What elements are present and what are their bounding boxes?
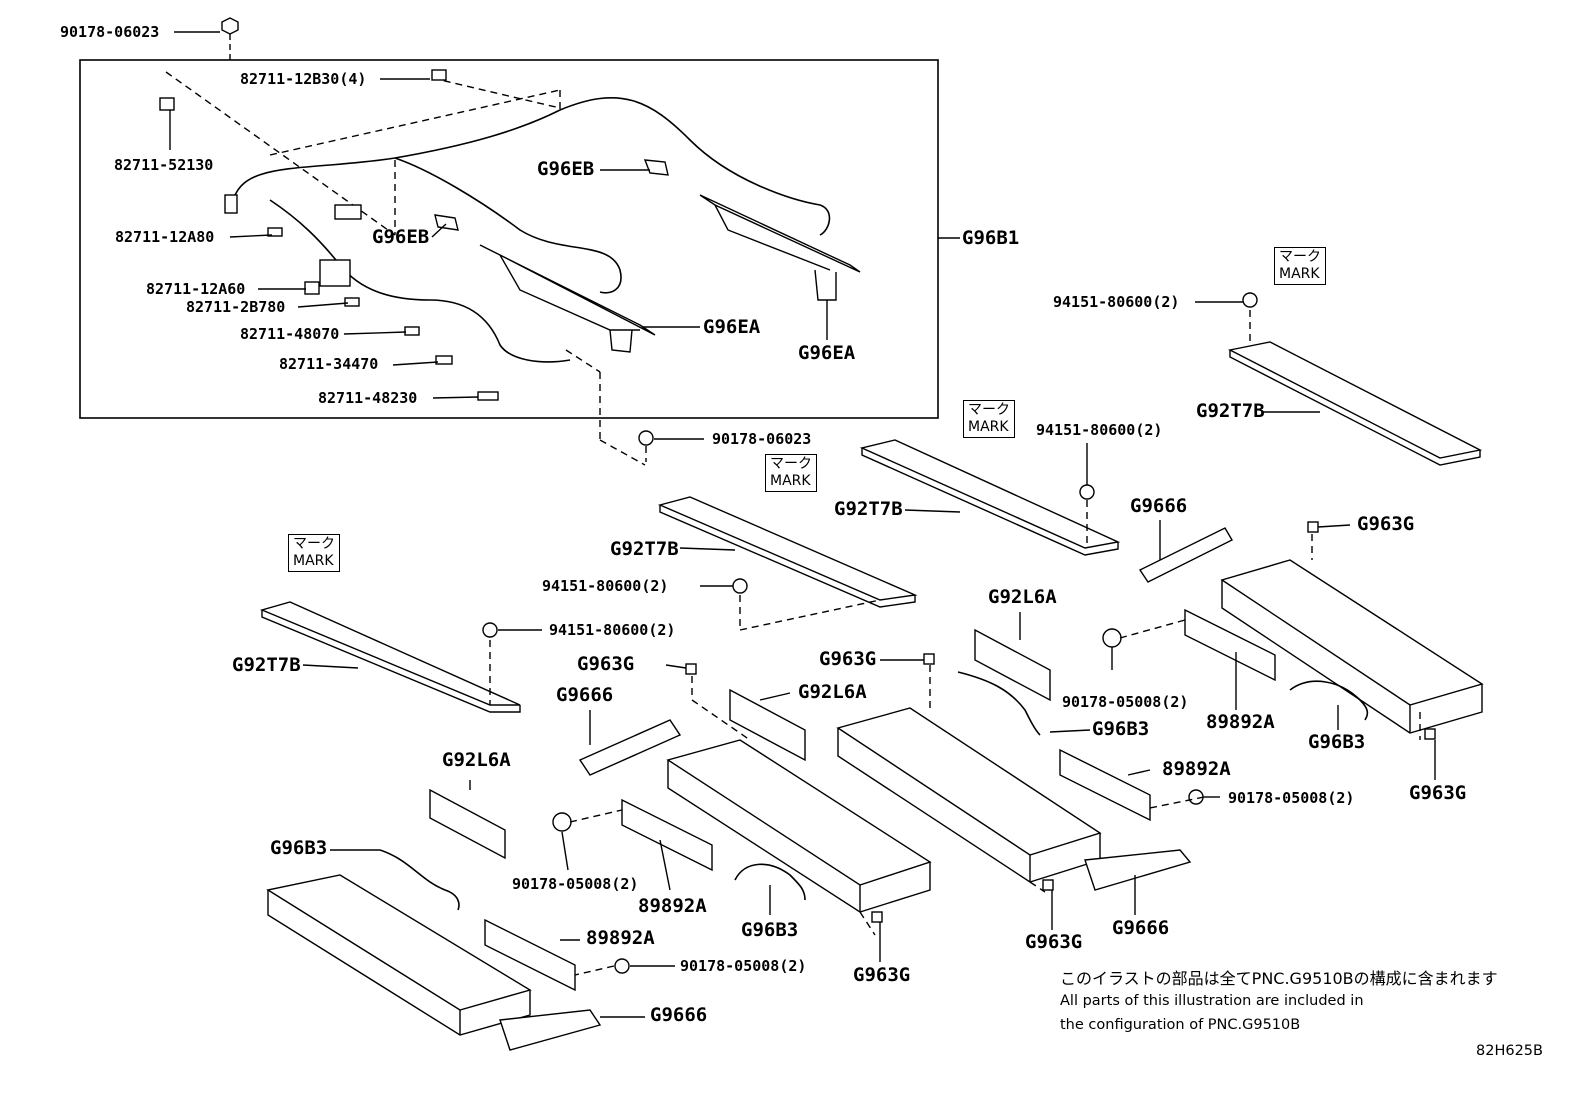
- part-label: 82711-48230: [318, 389, 418, 407]
- part-label: G96B3: [270, 837, 328, 859]
- mark-callout-en: MARK: [770, 473, 811, 489]
- connector-icon: [159, 69, 499, 401]
- nut-icon: [482, 292, 1258, 974]
- part-label: 94151-80600(2): [1036, 421, 1163, 439]
- part-label: G9666: [1130, 495, 1188, 517]
- part-label: G9666: [1112, 917, 1170, 939]
- drawing-reference: 82H625B: [1476, 1043, 1543, 1059]
- mark-callout-jp: マーク: [968, 402, 1010, 418]
- part-label: 82711-52130: [114, 156, 214, 174]
- part-label: 94151-80600(2): [549, 621, 676, 639]
- part-label: G96EB: [372, 226, 430, 248]
- busbar-rail: [434, 159, 861, 353]
- mark-callout: マーク MARK: [963, 400, 1015, 438]
- bracket-part: [429, 527, 1276, 1051]
- part-label: G92T7B: [1196, 400, 1265, 422]
- part-label: 90178-05008(2): [512, 875, 639, 893]
- footnote-en-line1: All parts of this illustration are inclu…: [1060, 993, 1364, 1009]
- part-label: 94151-80600(2): [542, 577, 669, 595]
- part-label: G963G: [1409, 782, 1467, 804]
- mark-callout-jp: マーク: [770, 456, 812, 472]
- cover-plate: [259, 341, 1483, 713]
- part-label: 82711-48070: [240, 325, 340, 343]
- part-label: 82711-2B780: [186, 298, 286, 316]
- part-label: G96EA: [798, 342, 856, 364]
- part-label: G92L6A: [988, 586, 1057, 608]
- part-label: 89892A: [586, 927, 655, 949]
- part-label: G92L6A: [442, 749, 511, 771]
- part-label: 90178-05008(2): [1062, 693, 1189, 711]
- footnote-jp: このイラストの部品は全てPNC.G9510Bの構成に含まれます: [1060, 969, 1498, 988]
- part-label: G96B3: [1308, 731, 1366, 753]
- part-label: G96B3: [741, 919, 799, 941]
- mark-callout-jp: マーク: [1279, 249, 1321, 265]
- part-label: G96B1: [962, 227, 1020, 249]
- part-label: G96EA: [703, 316, 761, 338]
- part-label: 90178-05008(2): [680, 957, 807, 975]
- mark-callout-jp: マーク: [293, 536, 335, 552]
- part-label: 89892A: [638, 895, 707, 917]
- part-label: G963G: [853, 964, 911, 986]
- part-label: G92T7B: [610, 538, 679, 560]
- mark-callout: マーク MARK: [1274, 247, 1326, 285]
- part-label: G9666: [556, 684, 614, 706]
- part-label: 89892A: [1162, 758, 1231, 780]
- mark-callout: マーク MARK: [288, 534, 340, 572]
- part-label: 82711-12A80: [115, 228, 215, 246]
- part-label: G92T7B: [834, 498, 903, 520]
- footnote-en-line2: the configuration of PNC.G9510B: [1060, 1017, 1301, 1033]
- part-label: 82711-34470: [279, 355, 379, 373]
- leader-lines: [169, 78, 960, 399]
- part-label: G963G: [819, 648, 877, 670]
- part-label: G92T7B: [232, 654, 301, 676]
- part-label: 82711-12A60: [146, 280, 246, 298]
- mark-callout-en: MARK: [293, 553, 334, 569]
- part-label: G96B3: [1092, 718, 1150, 740]
- part-label: G9666: [650, 1004, 708, 1026]
- part-label: G96EB: [537, 158, 595, 180]
- part-label: 89892A: [1206, 711, 1275, 733]
- subassembly-frame: [79, 59, 939, 419]
- guide-lines: [489, 310, 1421, 976]
- clip-icon: [685, 521, 1436, 923]
- part-label: 90178-05008(2): [1228, 789, 1355, 807]
- part-label: 94151-80600(2): [1053, 293, 1180, 311]
- mark-callout: マーク MARK: [765, 454, 817, 492]
- part-label: G963G: [1357, 513, 1415, 535]
- part-label: 90178-06023: [60, 23, 160, 41]
- wire-harness: [231, 97, 831, 363]
- nut-icon: [221, 17, 239, 62]
- mark-callout-en: MARK: [1279, 266, 1320, 282]
- part-label: 82711-12B30(4): [240, 70, 367, 88]
- mark-callout-en: MARK: [968, 419, 1009, 435]
- part-label: G963G: [577, 653, 635, 675]
- part-label: G963G: [1025, 931, 1083, 953]
- wire-lead: [379, 671, 1369, 911]
- part-label: G92L6A: [798, 681, 867, 703]
- part-label: 90178-06023: [712, 430, 812, 448]
- leader-lines: [302, 301, 1436, 1018]
